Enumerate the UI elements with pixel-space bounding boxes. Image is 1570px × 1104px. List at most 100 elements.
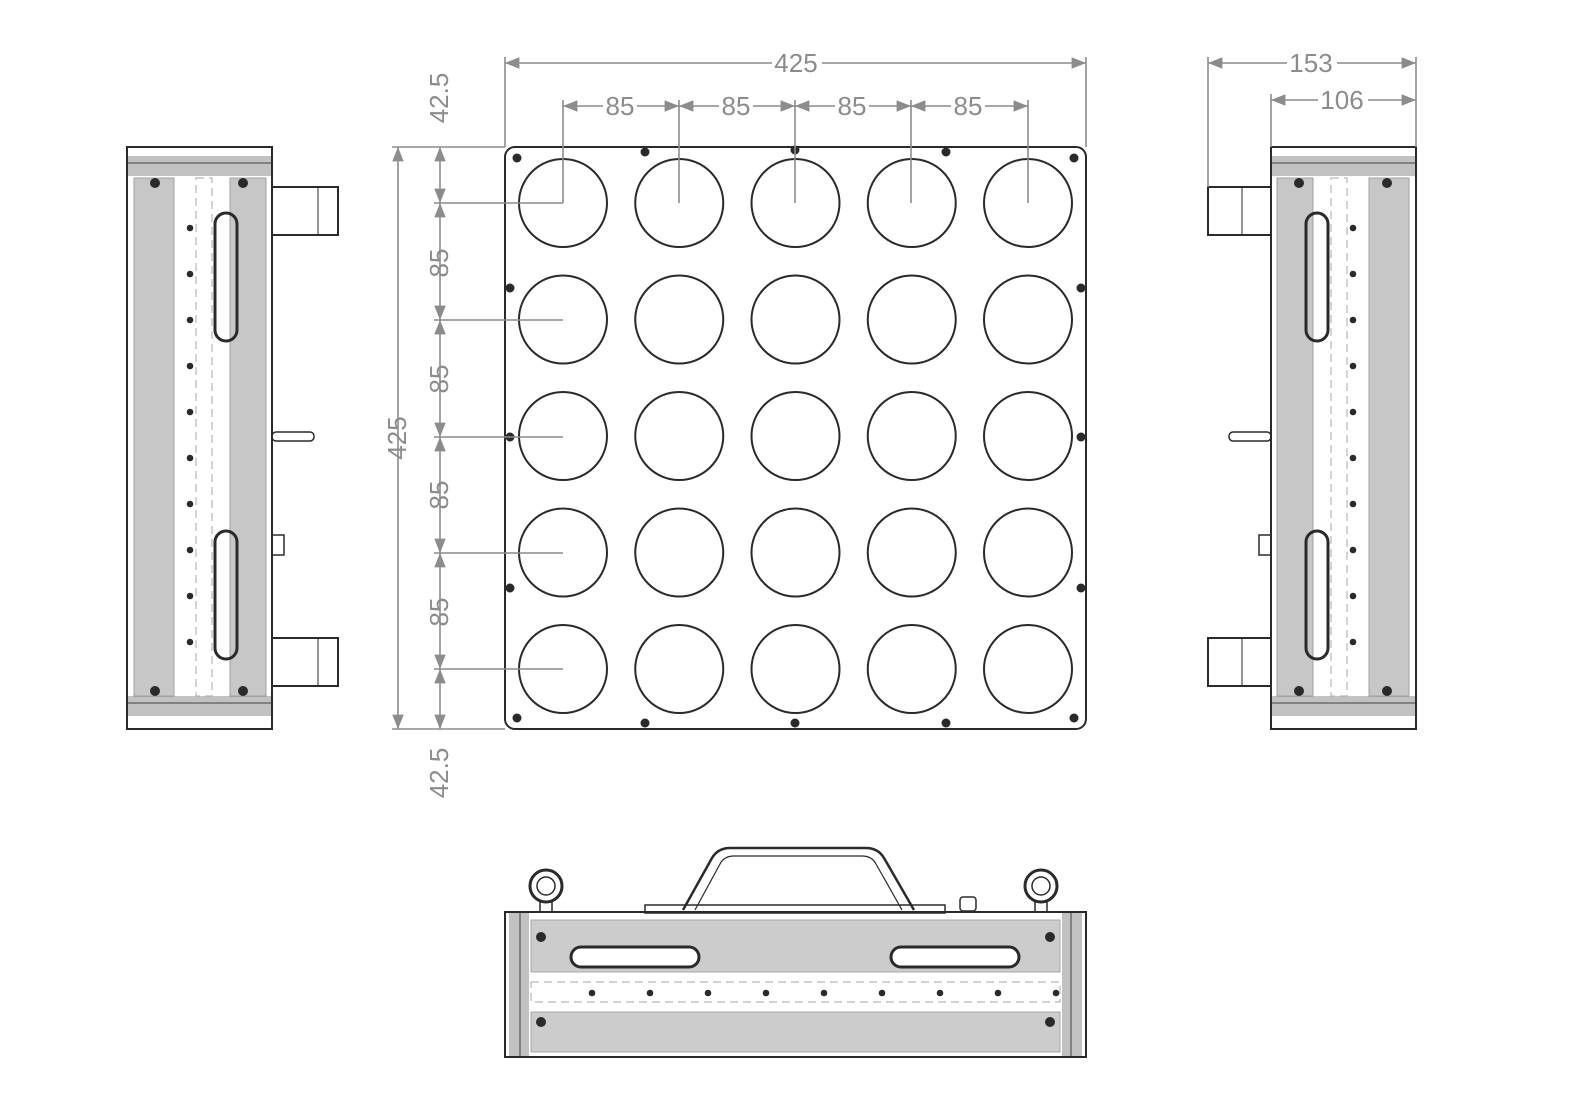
top-side-band-left xyxy=(509,913,529,1056)
top-slot-left xyxy=(569,945,701,969)
front-panel-outline xyxy=(504,146,1087,730)
left-strip-dots xyxy=(186,224,194,646)
lens-3-1 xyxy=(518,391,608,481)
top-dot-8 xyxy=(994,989,1002,997)
lens-2-3 xyxy=(750,274,841,365)
right-dot-6 xyxy=(1349,454,1357,462)
right-fins-inner xyxy=(1276,177,1314,697)
front-dimensions xyxy=(392,57,1087,730)
left-dot-5 xyxy=(186,408,194,416)
right-dash-strip xyxy=(1330,177,1348,697)
lens-3-2 xyxy=(634,391,725,481)
left-dot-7 xyxy=(186,500,194,508)
left-dot-6 xyxy=(186,454,194,462)
lens-3-5 xyxy=(983,391,1073,481)
left-dot-2 xyxy=(186,270,194,278)
left-dot-10 xyxy=(186,638,194,646)
left-slot-top xyxy=(213,211,239,343)
label-row-pitch-3: 85 xyxy=(424,481,454,510)
lens-2-5 xyxy=(983,274,1073,365)
left-slot-bottom xyxy=(213,529,239,661)
left-dot-3 xyxy=(186,316,194,324)
screw-1 xyxy=(512,153,522,163)
right-handle-rod xyxy=(1228,431,1272,442)
depth-dimension-labels: 153 106 xyxy=(1287,48,1368,115)
label-col-pitch-2: 85 xyxy=(722,91,751,121)
lens-5-4 xyxy=(866,624,957,714)
front-dimension-labels: 425 85 85 85 85 425 42.5 85 85 85 85 42.… xyxy=(382,48,985,798)
lens-4-4 xyxy=(866,507,957,598)
right-slot-bottom xyxy=(1304,529,1330,661)
label-overall-width: 425 xyxy=(774,48,817,78)
label-col-pitch-3: 85 xyxy=(838,91,867,121)
top-view xyxy=(504,846,1087,1058)
label-row-pitch-4: 85 xyxy=(424,598,454,627)
lens-2-4 xyxy=(866,274,957,365)
right-strip-dots xyxy=(1349,224,1357,646)
left-side-view xyxy=(126,146,339,730)
screw-4 xyxy=(1069,713,1079,723)
left-dot-1 xyxy=(186,224,194,232)
lens-5-5 xyxy=(983,624,1073,714)
label-col-pitch-1: 85 xyxy=(606,91,635,121)
lens-4-2 xyxy=(634,507,725,598)
label-overall-height: 425 xyxy=(382,416,412,459)
panel-screws xyxy=(505,145,1086,728)
top-knob xyxy=(959,896,977,912)
right-slot-top xyxy=(1304,211,1330,343)
right-dot-10 xyxy=(1349,638,1357,646)
top-dot-5 xyxy=(820,989,828,997)
screw-9 xyxy=(790,718,800,728)
screw-15 xyxy=(1076,432,1086,442)
lens-5-2 xyxy=(634,624,725,714)
right-dot-3 xyxy=(1349,316,1357,324)
screw-8 xyxy=(640,718,650,728)
screw-11 xyxy=(505,283,515,293)
right-dot-5 xyxy=(1349,408,1357,416)
top-slot-right xyxy=(889,945,1021,969)
left-dash-strip xyxy=(195,177,213,697)
top-dot-1 xyxy=(588,989,596,997)
top-fins-lower xyxy=(530,1011,1061,1053)
top-dot-3 xyxy=(704,989,712,997)
left-bracket-top xyxy=(271,186,339,236)
right-fins-outer xyxy=(1368,177,1410,697)
left-fins-inner xyxy=(229,177,267,697)
right-connector xyxy=(1258,534,1272,556)
left-dot-9 xyxy=(186,592,194,600)
front-view xyxy=(504,145,1087,730)
right-bottom-band xyxy=(1272,696,1415,716)
left-connector xyxy=(271,534,285,556)
left-dot-8 xyxy=(186,546,194,554)
right-dot-9 xyxy=(1349,592,1357,600)
right-dot-2 xyxy=(1349,270,1357,278)
top-dot-9 xyxy=(1052,989,1060,997)
lens-2-2 xyxy=(634,274,725,365)
top-strip-dots xyxy=(588,989,1060,997)
left-bracket-bottom xyxy=(271,637,339,687)
left-fins-outer xyxy=(133,177,175,697)
label-depth-body: 106 xyxy=(1320,85,1363,115)
right-bracket-bottom xyxy=(1207,637,1272,687)
screw-16 xyxy=(1076,583,1086,593)
right-side-view xyxy=(1207,146,1417,730)
top-dot-7 xyxy=(936,989,944,997)
left-handle-rod xyxy=(271,431,315,442)
screw-7 xyxy=(941,147,951,157)
screw-3 xyxy=(512,713,522,723)
label-depth-total: 153 xyxy=(1289,48,1332,78)
screw-14 xyxy=(1076,283,1086,293)
label-row-pitch-1: 85 xyxy=(424,249,454,278)
screw-2 xyxy=(1069,153,1079,163)
top-dash-strip xyxy=(530,981,1061,1003)
right-dot-8 xyxy=(1349,546,1357,554)
lens-3-3 xyxy=(750,391,841,481)
right-dot-4 xyxy=(1349,362,1357,370)
left-dot-4 xyxy=(186,362,194,370)
label-row-pitch-2: 85 xyxy=(424,365,454,394)
screw-10 xyxy=(941,718,951,728)
lens-5-3 xyxy=(750,624,841,714)
right-dot-7 xyxy=(1349,500,1357,508)
